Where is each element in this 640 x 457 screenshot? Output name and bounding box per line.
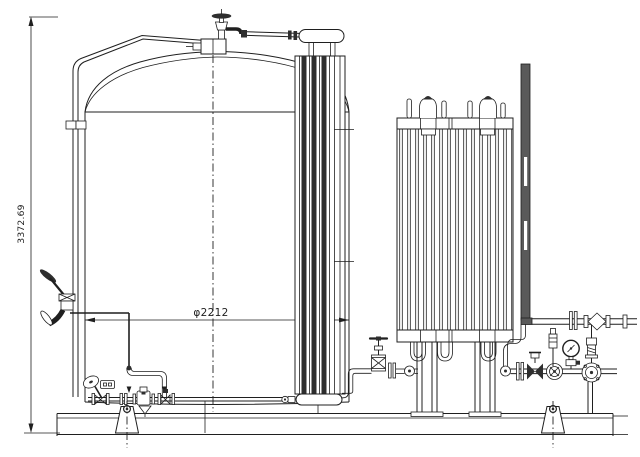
safety-relief-valve — [585, 324, 598, 363]
strainer — [583, 312, 611, 331]
liquid-line-piping — [70, 312, 167, 398]
sight-slot — [524, 157, 528, 186]
name-tag — [100, 380, 115, 389]
gas-outlet-line — [532, 311, 637, 331]
shell-weld-marks — [334, 129, 354, 323]
skid-base — [56, 413, 628, 436]
pressure-gauge-left — [83, 375, 103, 398]
flanged-valve-small — [546, 363, 563, 380]
vaporizer-dome-caps — [419, 96, 497, 118]
storage-tank — [84, 50, 350, 412]
overall-height-label: 3372.69 — [16, 204, 27, 243]
header-tab — [421, 128, 436, 136]
pressure-building-coil — [294, 55, 346, 395]
diameter-dimension: φ2212 — [85, 307, 295, 323]
tank-diameter-label: φ2212 — [193, 307, 228, 319]
coil-bottom-header — [281, 393, 343, 414]
pipe-clamp — [65, 120, 77, 130]
pressure-gauge-right — [562, 339, 580, 369]
relief-valve-station — [510, 324, 617, 414]
vaporizer-inlet-valve — [342, 336, 418, 399]
tube-return-bends — [410, 342, 497, 362]
flange-joint — [119, 393, 128, 405]
pipe-junction — [126, 365, 132, 371]
ambient-vaporizer — [396, 96, 514, 417]
coil-tube-dark — [311, 56, 317, 394]
left-anchor-foot — [114, 401, 140, 448]
pressure-regulator — [132, 386, 155, 417]
right-anchor-foot — [540, 401, 566, 448]
vaporizer-top-stubs — [406, 98, 506, 119]
fill-valve-assembly — [39, 269, 76, 327]
vaporizer-tubes — [397, 129, 513, 330]
top-vent-valve — [186, 9, 247, 55]
header-tab — [480, 128, 495, 136]
fill-pipe-riser — [65, 34, 206, 397]
sight-slot — [524, 221, 528, 250]
outlet-riser — [587, 382, 593, 414]
handwheel — [211, 13, 232, 19]
height-dimension: 3372.69 — [16, 16, 60, 434]
coil-top-header — [298, 29, 345, 56]
flow-arrow — [126, 386, 132, 393]
isolation-valve-left — [157, 389, 175, 405]
valve-handle — [39, 269, 57, 283]
relief-valve-small — [548, 328, 558, 366]
coil-tube-dark — [301, 56, 307, 394]
vapor-line — [246, 30, 300, 40]
level-gauge-column — [500, 63, 533, 377]
drain-funnel — [138, 405, 152, 415]
flanged-valve-large — [581, 362, 602, 383]
vaporizer-legs — [410, 342, 502, 417]
drain-valve — [91, 393, 110, 405]
bottom-manifold — [83, 375, 285, 433]
coil-tube-dark — [321, 56, 327, 394]
vent-elbow — [226, 27, 243, 35]
shutoff-valve — [527, 351, 543, 380]
